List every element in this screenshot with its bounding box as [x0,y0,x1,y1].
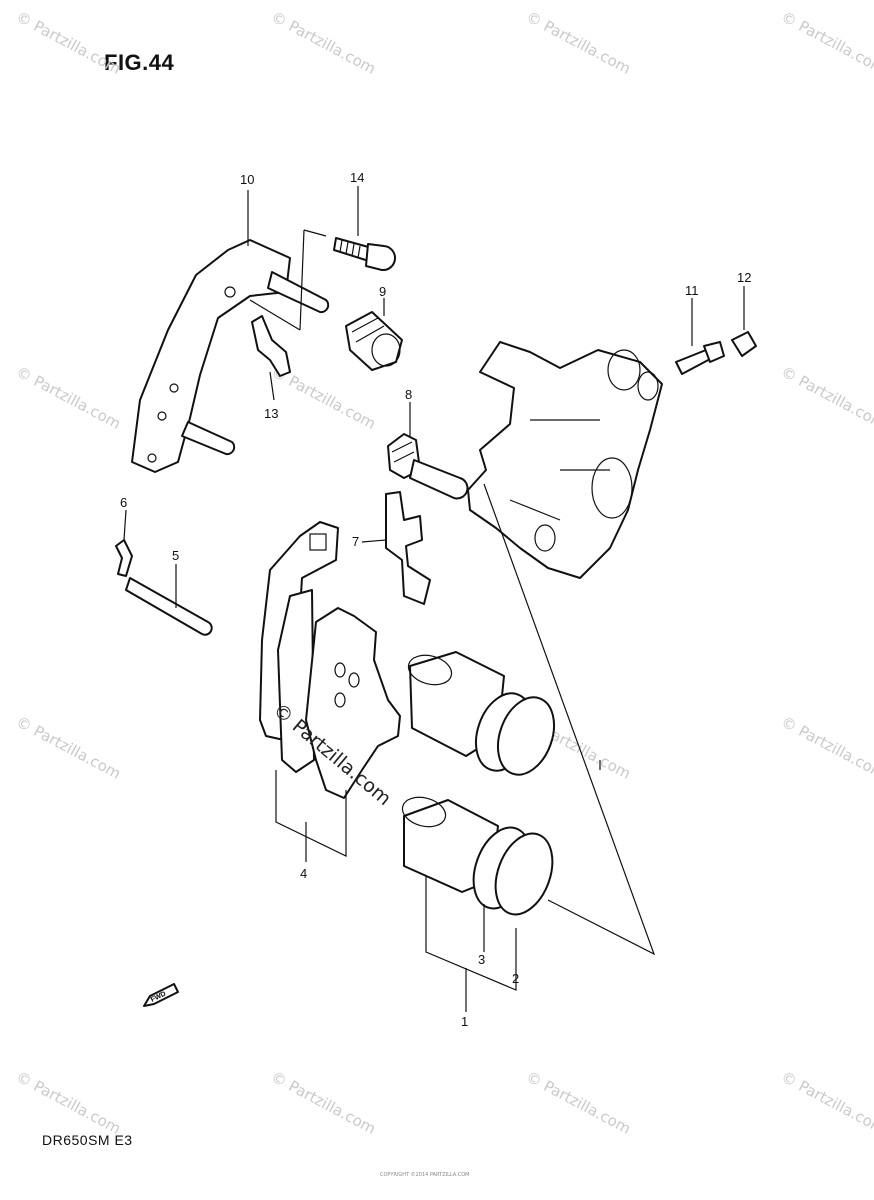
part-pad-pin [125,577,213,636]
callout-11: 11 [685,283,699,298]
part-cotter-clip [115,539,133,577]
part-bracket-clip [251,315,291,377]
callout-3: 3 [478,952,485,967]
callout-9: 9 [379,284,386,299]
part-pistons-seals [401,651,556,916]
watermark: © Partzilla.com [778,713,874,783]
callout-14: 14 [350,170,364,185]
watermark-layer: © Partzilla.com © Partzilla.com © Partzi… [13,8,874,1138]
callout-7: 7 [352,534,359,549]
watermark: © Partzilla.com [268,8,379,78]
watermark: © Partzilla.com [778,363,874,433]
part-brake-pads [259,521,401,799]
callout-6: 6 [120,495,127,510]
part-slide-pin [387,433,469,500]
fwd-arrow-icon: FWD [143,983,179,1007]
part-bleeder-screw [675,341,725,375]
callout-5: 5 [172,548,179,563]
part-pad-spring [385,491,431,605]
callout-10: 10 [240,172,254,187]
callout-4: 4 [300,866,307,881]
watermark: © Partzilla.com [268,1068,379,1138]
watermark: © Partzilla.com [523,8,634,78]
part-bolt [333,237,396,272]
callout-13: 13 [264,406,278,421]
part-bleeder-cap [731,331,757,357]
callout-2: 2 [512,971,519,986]
copyright-fine-print: COPYRIGHT ©2014 PARTZILLA.COM [380,1172,470,1178]
figure-title: FIG.44 [104,50,175,75]
part-caliper-bracket [131,239,330,473]
model-code: DR650SM E3 [42,1132,133,1148]
part-caliper-body [467,341,663,579]
watermark: © Partzilla.com [13,713,124,783]
watermark: © Partzilla.com [13,363,124,433]
watermark: © Partzilla.com [778,1068,874,1138]
leader-lines [123,186,745,1012]
watermark: © Partzilla.com [523,1068,634,1138]
callout-labels: 1 2 3 4 5 6 7 8 9 10 11 12 13 14 [120,170,751,1029]
callout-8: 8 [405,387,412,402]
part-rubber-boot [345,311,403,371]
callout-12: 12 [737,270,751,285]
watermark: © Partzilla.com [13,8,124,78]
watermark: © Partzilla.com [778,8,874,78]
callout-1: 1 [461,1014,468,1029]
watermark: © Partzilla.com [13,1068,124,1138]
